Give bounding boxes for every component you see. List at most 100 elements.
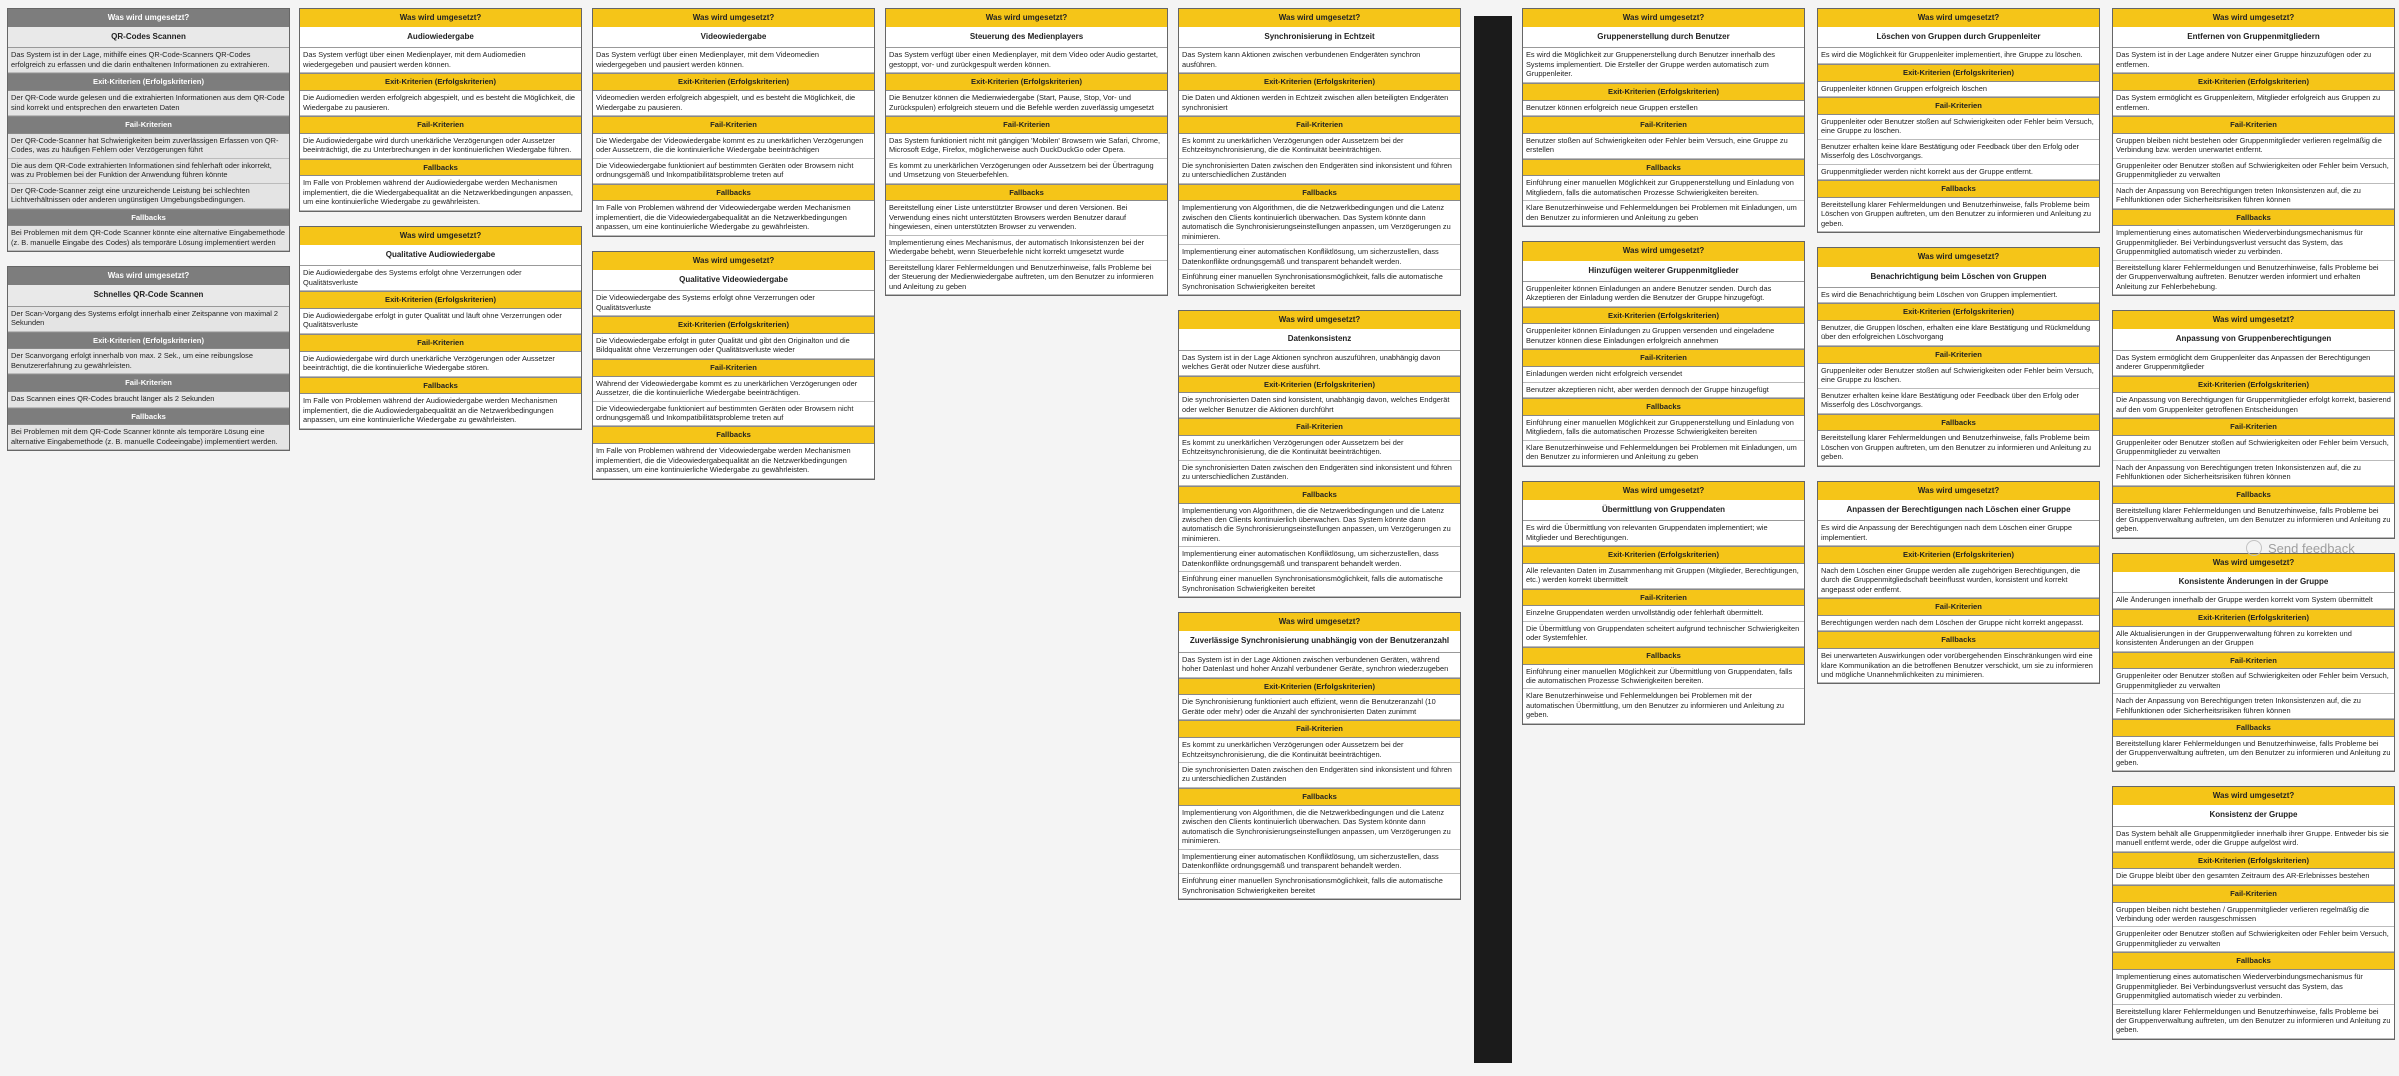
- criteria-card: Was wird umgesetzt?Synchronisierung in E…: [1178, 8, 1461, 297]
- section-header: Fail-Kriterien: [1818, 97, 2099, 115]
- criteria-item: Die Videowiedergabe funktioniert auf bes…: [593, 159, 874, 184]
- section-header: Fallbacks: [886, 183, 1167, 202]
- criteria-item: Der QR-Code-Scanner zeigt eine unzureich…: [8, 183, 289, 209]
- criteria-item: Bereitstellung einer Liste unterstützter…: [886, 201, 1167, 236]
- card-column: Was wird umgesetzt? Entfernen von Gruppen…: [2112, 8, 2395, 1054]
- criteria-item: Nach dem Löschen einer Gruppe werden all…: [1818, 564, 2099, 599]
- criteria-card: Was wird umgesetzt?Qualitative Audiowied…: [299, 225, 582, 430]
- card-header: Was wird umgesetzt?: [1818, 9, 2099, 28]
- criteria-card: Was wird umgesetzt?Schnelles QR-Code Sca…: [7, 266, 290, 452]
- card-title: Übermittlung von Gruppendaten: [1523, 500, 1804, 522]
- criteria-item: Einzelne Gruppendaten werden unvollständ…: [1523, 606, 1804, 622]
- criteria-item: Benutzer, die Gruppen löschen, erhalten …: [1818, 321, 2099, 346]
- section-header: Exit-Kriterien (Erfolgskriterien): [886, 73, 1167, 92]
- card-title: Löschen von Gruppen durch Gruppenleiter: [1818, 27, 2099, 49]
- section-header: Fallbacks: [300, 158, 581, 177]
- criteria-card: Was wird umgesetzt?Löschen von Gruppen d…: [1817, 8, 2100, 234]
- criteria-item: Im Falle von Problemen während der Audio…: [300, 176, 581, 211]
- card-title: Videowiedergabe: [593, 27, 874, 49]
- card-column: Was wird umgesetzt?Gruppenerstellung dur…: [1522, 8, 1805, 739]
- criteria-item: Einführung einer manuellen Synchronisati…: [1179, 874, 1460, 900]
- criteria-item: Gruppenleiter oder Benutzer stoßen auf S…: [1818, 364, 2099, 389]
- send-feedback-label: Send feedback: [2268, 540, 2355, 556]
- criteria-item: Videomedien werden erfolgreich abgespiel…: [593, 91, 874, 117]
- criteria-card: Was wird umgesetzt?Gruppenerstellung dur…: [1522, 8, 1805, 228]
- section-header: Fallbacks: [2113, 719, 2394, 737]
- criteria-item: Bereitstellung klarer Fehlermeldungen un…: [1818, 198, 2099, 233]
- criteria-item: Implementierung einer automatischen Konf…: [1179, 850, 1460, 875]
- section-header: Fallbacks: [1179, 787, 1460, 806]
- section-header: Exit-Kriterien (Erfolgskriterien): [2113, 851, 2394, 870]
- section-header: Fail-Kriterien: [886, 116, 1167, 134]
- card-description: Das System ist in der Lage Aktionen zwis…: [1179, 653, 1460, 678]
- section-header: Fail-Kriterien: [593, 116, 874, 134]
- section-header: Fail-Kriterien: [1179, 418, 1460, 436]
- criteria-item: Die Audiowiedergabe wird durch unerkärli…: [300, 134, 581, 159]
- card-header: Was wird umgesetzt?: [2113, 311, 2394, 330]
- card-description: Es wird die Benachrichtigung beim Lösche…: [1818, 288, 2099, 304]
- criteria-item: Benutzer können erfolgreich neue Gruppen…: [1523, 101, 1804, 117]
- criteria-item: Einladungen werden nicht erfolgreich ver…: [1523, 367, 1804, 383]
- card-header: Was wird umgesetzt?: [1523, 242, 1804, 261]
- section-header: Fallbacks: [1818, 180, 2099, 198]
- card-header: Was wird umgesetzt?: [8, 267, 289, 286]
- section-header: Exit-Kriterien (Erfolgskriterien): [1179, 73, 1460, 92]
- card-description: Es wird die Möglichkeit für Gruppenleite…: [1818, 48, 2099, 64]
- criteria-item: Bereitstellung klarer Fehlermeldungen un…: [2113, 1005, 2394, 1039]
- section-header: Fail-Kriterien: [1179, 720, 1460, 739]
- card-description: Das System ist in der Lage, mithilfe ein…: [8, 48, 289, 74]
- card-header: Was wird umgesetzt?: [593, 251, 874, 271]
- card-description: Es wird die Möglichkeit zur Gruppenerste…: [1523, 48, 1804, 83]
- card-title: Zuverlässige Synchronisierung unabhängig…: [1179, 631, 1460, 653]
- criteria-item: Nach der Anpassung von Berechtigungen tr…: [2113, 694, 2394, 720]
- criteria-item: Implementierung von Algorithmen, die die…: [1179, 806, 1460, 850]
- criteria-item: Einführung einer manuellen Möglichkeit z…: [1523, 416, 1804, 441]
- criteria-item: Benutzer akzeptieren nicht, aber werden …: [1523, 383, 1804, 399]
- criteria-item: Gruppenmitglieder werden nicht korrekt a…: [1818, 165, 2099, 181]
- card-column: Was wird umgesetzt?Löschen von Gruppen d…: [1817, 8, 2100, 698]
- card-header: Was wird umgesetzt?: [593, 9, 874, 28]
- card-title: QR-Codes Scannen: [8, 27, 289, 49]
- card-title: Steuerung des Medienplayers: [886, 27, 1167, 49]
- criteria-item: Implementierung eines automatischen Wied…: [2113, 226, 2394, 261]
- criteria-item: Gruppenleiter oder Benutzer stoßen auf S…: [2113, 436, 2394, 461]
- section-header: Fail-Kriterien: [8, 374, 289, 393]
- criteria-card: Was wird umgesetzt?Hinzufügen weiterer G…: [1522, 241, 1805, 467]
- section-header: Fail-Kriterien: [1523, 349, 1804, 368]
- criteria-item: Klare Benutzerhinweise und Fehlermeldung…: [1523, 689, 1804, 724]
- section-header: Fail-Kriterien: [300, 116, 581, 134]
- card-description: Es wird die Anpassung der Berechtigungen…: [1818, 521, 2099, 547]
- card-description: Das System kann Aktionen zwischen verbun…: [1179, 48, 1460, 74]
- card-header: Was wird umgesetzt?: [1179, 311, 1460, 330]
- criteria-item: Implementierung eines Mechanismus, der a…: [886, 236, 1167, 261]
- card-title: Entfernen von Gruppenmitgliedern: [2113, 27, 2394, 49]
- section-header: Fail-Kriterien: [2113, 884, 2394, 903]
- section-header: Exit-Kriterien (Erfolgskriterien): [8, 73, 289, 92]
- send-feedback-button[interactable]: Send feedback: [2246, 540, 2355, 556]
- card-title: Konsistente Änderungen in der Gruppe: [2113, 572, 2394, 594]
- criteria-item: Gruppenleiter oder Benutzer stoßen auf S…: [2113, 159, 2394, 184]
- criteria-item: Der QR-Code wurde gelesen und die extrah…: [8, 91, 289, 117]
- criteria-item: Alle relevanten Daten im Zusammenhang mi…: [1523, 564, 1804, 589]
- criteria-item: Die Wiedergabe der Videowiedergabe kommt…: [593, 134, 874, 159]
- criteria-item: Gruppen bleiben nicht bestehen oder Grup…: [2113, 134, 2394, 159]
- card-title: Qualitative Videowiedergabe: [593, 270, 874, 292]
- section-header: Exit-Kriterien (Erfolgskriterien): [2113, 608, 2394, 627]
- card-description: Das System ermöglicht dem Gruppenleiter …: [2113, 351, 2394, 376]
- criteria-card: Was wird umgesetzt?Konsistente Änderunge…: [2112, 552, 2395, 773]
- criteria-item: Bereitstellung klarer Fehlermeldungen un…: [2113, 504, 2394, 538]
- card-header: Was wird umgesetzt?: [1179, 613, 1460, 632]
- section-header: Fallbacks: [8, 407, 289, 426]
- criteria-item: Bei Problemen mit dem QR-Code Scanner kö…: [8, 226, 289, 252]
- card-title: Qualitative Audiowiedergabe: [300, 245, 581, 267]
- section-header: Exit-Kriterien (Erfolgskriterien): [1523, 306, 1804, 325]
- card-title: Benachrichtigung beim Löschen von Gruppe…: [1818, 267, 2099, 288]
- card-title: Konsistenz der Gruppe: [2113, 805, 2394, 827]
- section-header: Fail-Kriterien: [1179, 116, 1460, 134]
- feedback-icon: [2246, 540, 2262, 556]
- criteria-item: Alle Aktualisierungen in der Gruppenverw…: [2113, 627, 2394, 652]
- section-header: Fail-Kriterien: [1523, 116, 1804, 134]
